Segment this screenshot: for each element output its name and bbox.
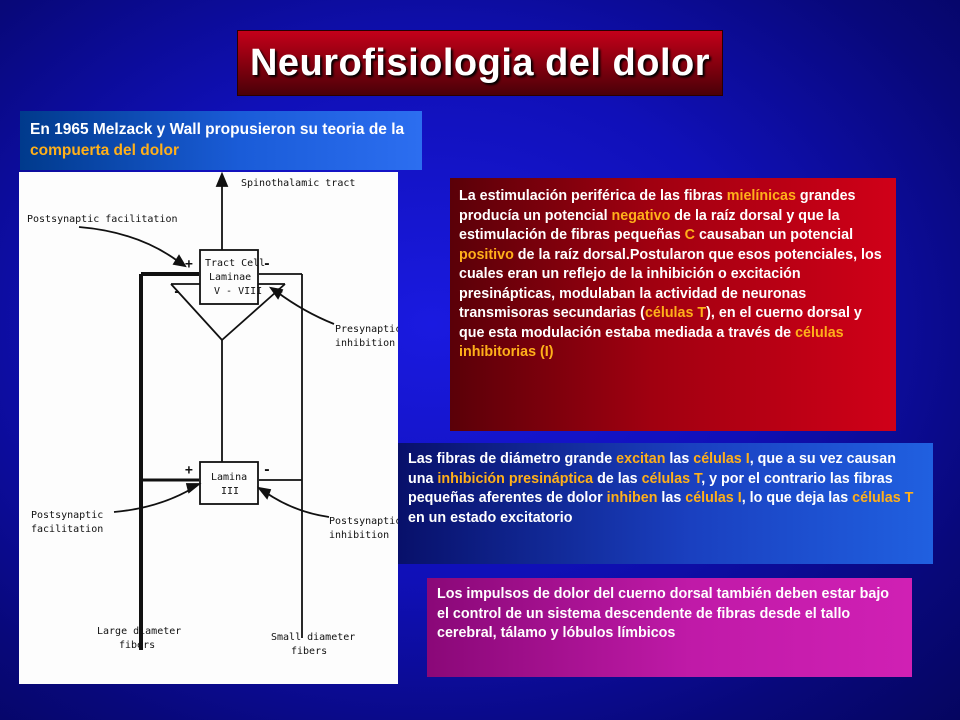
large-fiber-label-2: fibers [119, 640, 155, 651]
body-text: de la raíz dorsal.Postularon que esos po… [459, 246, 882, 322]
blue-box-text: Las fibras de diámetro grande excitan la… [408, 451, 913, 526]
large-fiber-label-1: Large diameter [97, 626, 181, 637]
body-text: en un estado excitatorio [408, 509, 573, 526]
post-inh-lower-arrow [264, 491, 330, 518]
minus-upper-right: - [263, 257, 271, 272]
tract-cell-line2: Laminae [209, 272, 251, 283]
highlight-text: mielínicas [726, 188, 796, 204]
body-text: , que a su vez causan una [408, 451, 896, 487]
body-text: Los impulsos de dolor del cuerno dorsal … [437, 586, 890, 641]
postsyn-fac-lower-line1: Postsynaptic [31, 510, 103, 521]
diagram-svg: Spinothalamic tract Postsynaptic facilit… [27, 171, 401, 657]
magenta-box-text: Los impulsos de dolor del cuerno dorsal … [437, 586, 889, 641]
blue-text-box: Las fibras de diámetro grande excitan la… [398, 443, 933, 564]
page-title: Neurofisiologia del dolor [249, 41, 711, 84]
presyn-inh-line1: Presynaptic [335, 324, 398, 335]
intro-text: En 1965 Melzack y Wall propusieron su te… [30, 121, 405, 138]
pre-inh-upper-arrow [276, 291, 335, 325]
post-fac-lower-arrow [113, 487, 194, 513]
red-box-text: La estimulación periférica de las fibras… [459, 188, 882, 360]
spinothalamic-label: Spinothalamic tract [241, 178, 355, 189]
highlight-text: C [684, 227, 695, 243]
funnel-left [170, 283, 223, 341]
body-text: de la raíz dorsal y que la estimulación … [459, 207, 840, 244]
postsyn-fac-upper-label: Postsynaptic facilitation [27, 214, 178, 225]
postsyn-inh-line1: Postsynaptic [329, 516, 398, 527]
lamina-box [199, 461, 259, 505]
body-text: las [657, 490, 686, 506]
gate-control-diagram: Spinothalamic tract Postsynaptic facilit… [19, 171, 401, 684]
highlight-text: inhiben [606, 490, 658, 506]
highlight-text: excitan [616, 451, 666, 467]
lamina-line2: III [221, 486, 239, 497]
magenta-text-box: Los impulsos de dolor del cuerno dorsal … [427, 578, 912, 677]
body-text: La estimulación periférica de las fibras [459, 188, 727, 204]
body-text: de las [593, 470, 642, 487]
highlight-text: positivo [459, 246, 514, 263]
intro-highlight: compuerta del dolor [30, 142, 179, 159]
postsyn-fac-lower-line2: facilitation [31, 524, 103, 535]
body-text: Las fibras de diámetro grande [408, 451, 617, 467]
highlight-text: células I [693, 451, 750, 467]
presyn-inh-line2: inhibition [335, 338, 395, 349]
highlight-text: células T [852, 490, 914, 506]
post-fac-upper-arrow [78, 226, 180, 263]
red-text-box: La estimulación periférica de las fibras… [450, 178, 896, 431]
body-text: causaban un potencial [694, 227, 854, 243]
postsyn-inh-line2: inhibition [329, 530, 389, 541]
highlight-text: células inhibitorias (I) [459, 324, 844, 361]
tract-cell-line1: Tract Cell [205, 258, 265, 269]
title-banner: Neurofisiologia del dolor [237, 30, 723, 96]
plus-upper-left: + [185, 257, 193, 272]
minus-upper-left: - [173, 285, 181, 300]
tract-cell-box [199, 249, 259, 305]
small-fiber-label-1: Small diameter [271, 632, 355, 643]
body-text: ), en el cuerno dorsal y que esta modula… [459, 305, 862, 341]
plus-lower-left: + [185, 463, 193, 478]
body-text: las [665, 451, 694, 467]
tract-cell-line3: V - VIII [214, 286, 262, 297]
highlight-text: negativo [611, 207, 671, 224]
body-text: , y por el contrario las fibras pequeñas… [408, 470, 893, 507]
plus-upper-right: + [275, 285, 283, 300]
highlight-text: células T [644, 305, 707, 321]
small-fiber-label-2: fibers [291, 646, 327, 657]
tract-arrowhead [215, 171, 229, 187]
highlight-text: células T [641, 470, 702, 487]
intro-box: En 1965 Melzack y Wall propusieron su te… [20, 111, 422, 170]
lamina-line1: Lamina [211, 472, 247, 483]
minus-lower-right: - [263, 463, 271, 478]
highlight-text: inhibición presináptica [437, 470, 594, 487]
body-text: , lo que deja las [741, 490, 853, 506]
body-text: grandes producía un potencial [459, 188, 856, 224]
highlight-text: células I [685, 490, 742, 506]
